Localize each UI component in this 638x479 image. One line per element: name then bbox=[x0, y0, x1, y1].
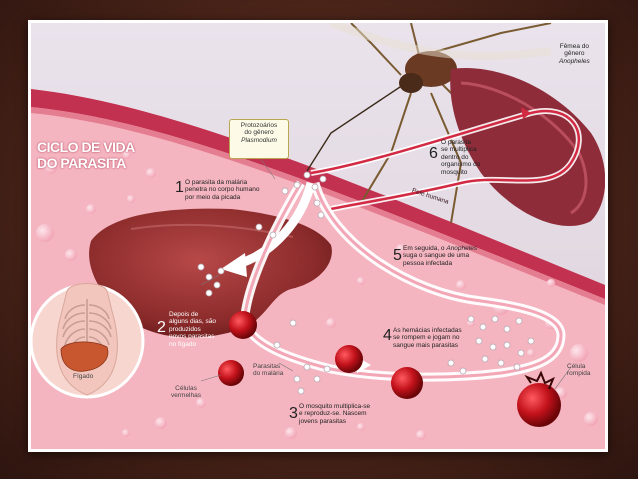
burst-red-cell bbox=[517, 383, 561, 427]
step-1-line: por meio da picada bbox=[185, 193, 241, 201]
step-5-line: Em seguida, o Anopheles bbox=[403, 245, 478, 252]
burst-cell-line: rompida bbox=[567, 370, 591, 378]
red-cell bbox=[391, 367, 423, 399]
step-6-line: mosquito bbox=[441, 168, 468, 176]
red-cells-line: Células bbox=[175, 385, 197, 392]
step-2-line: novos parasitas bbox=[169, 333, 215, 341]
parasites-label: Parasitas do malária bbox=[253, 363, 283, 378]
burst-crack bbox=[524, 370, 555, 390]
step-6-line: dentro do bbox=[441, 153, 469, 161]
protozoa-line-1: Protozoários bbox=[240, 122, 278, 129]
step-2-line: alguns dias, são bbox=[169, 318, 216, 326]
step-3-line: jovens parasitas bbox=[299, 417, 346, 425]
step-5-line: suga o sangue de uma bbox=[403, 252, 470, 260]
ribcage bbox=[62, 299, 112, 361]
step-4-line: sangue mais parasitas bbox=[393, 341, 459, 349]
malaria-life-cycle-illustration: CICLO DE VIDA DO PARASITA Protozoários d… bbox=[31, 23, 605, 449]
step-2-text: Depois de alguns dias, são produzidos no… bbox=[169, 311, 216, 348]
red-blood-cells bbox=[218, 311, 561, 427]
diagram-title: CICLO DE VIDA DO PARASITA bbox=[37, 139, 135, 171]
slide-frame: CICLO DE VIDA DO PARASITA Protozoários d… bbox=[28, 20, 608, 452]
body-inset bbox=[31, 283, 145, 399]
protozoa-line-2: do gênero bbox=[244, 129, 274, 137]
step-5-text: Em seguida, o Anopheles suga o sangue de… bbox=[403, 245, 477, 267]
parasites-line: do malária bbox=[253, 370, 284, 378]
title-line-2: DO PARASITA bbox=[37, 155, 126, 172]
step-3-line: O mosquito multiplica-se bbox=[299, 403, 371, 410]
arrow-to-liver bbox=[239, 181, 316, 268]
step-5-line: pessoa infectada bbox=[403, 259, 453, 267]
step-4-text: As hemácias infectadas se rompem e jogam… bbox=[393, 327, 462, 349]
parasites-line: Parasitas bbox=[253, 363, 281, 370]
step-6-text: O parasita se multiplica dentro do organ… bbox=[441, 139, 480, 176]
female-line-1: Fêmea do bbox=[559, 43, 589, 50]
step-4-number: 4 bbox=[383, 327, 392, 344]
step-4-line: As hemácias infectadas bbox=[393, 327, 462, 334]
parasite-dots bbox=[197, 171, 535, 395]
mosquito-illustration bbox=[306, 23, 605, 226]
protozoa-callout: Protozoários do gênero Plasmodium bbox=[229, 119, 289, 159]
step-2-line: Depois de bbox=[169, 311, 199, 318]
title-line-1: CICLO DE VIDA bbox=[37, 139, 135, 155]
step-4-line: se rompem e jogam no bbox=[393, 334, 460, 342]
inset-liver bbox=[60, 341, 109, 372]
red-cells-line: vermelhas bbox=[171, 392, 201, 400]
liver-label-text: Fígado bbox=[73, 373, 94, 380]
illustration-svg bbox=[31, 23, 605, 449]
step-1-number: 1 bbox=[175, 179, 184, 196]
step-5-number: 5 bbox=[393, 247, 402, 264]
step-3-line: e reproduz-se. Nascem bbox=[299, 410, 367, 418]
step-6-number: 6 bbox=[429, 145, 438, 162]
red-cell bbox=[229, 311, 257, 339]
burst-cell-label: Célula rompida bbox=[567, 363, 590, 378]
step-3-text: O mosquito multiplica-se e reproduz-se. … bbox=[299, 403, 370, 425]
step-3-number: 3 bbox=[289, 405, 298, 422]
arrow-to-liver-head bbox=[221, 253, 247, 277]
step-2-line: no fígado bbox=[169, 340, 197, 348]
female-mosquito-label: Fêmea do gênero Anopheles bbox=[559, 43, 590, 65]
red-cells-label: Células vermelhas bbox=[171, 385, 201, 400]
red-cell bbox=[335, 345, 363, 373]
liver-label: Fígado bbox=[73, 373, 93, 380]
step-6-line: organismo do bbox=[441, 161, 481, 169]
step-1-text: O parasita da malária penetra no corpo h… bbox=[185, 179, 259, 201]
step-2-number: 2 bbox=[157, 319, 166, 336]
female-line-3: Anopheles bbox=[559, 57, 590, 65]
skin-band bbox=[31, 89, 605, 299]
protozoa-line-3: Plasmodium bbox=[241, 136, 277, 144]
burst-cell-line: Célula bbox=[567, 363, 586, 370]
step-1-line: penetra no corpo humano bbox=[185, 186, 260, 194]
step-6-line: O parasita bbox=[441, 139, 471, 146]
female-line-2: gênero bbox=[564, 50, 585, 58]
step-1-line: O parasita da malária bbox=[185, 179, 248, 186]
step-2-line: produzidos bbox=[169, 325, 201, 333]
step-6-line: se multiplica bbox=[441, 146, 477, 154]
red-cell bbox=[218, 360, 244, 386]
leader-lines bbox=[200, 154, 572, 390]
